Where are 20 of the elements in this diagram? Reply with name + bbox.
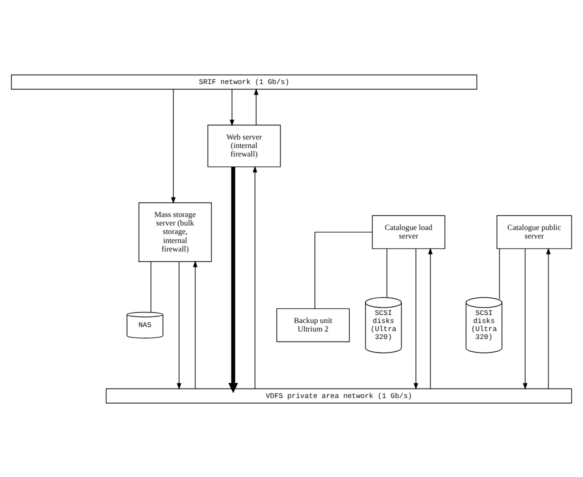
arrow [252, 165, 258, 389]
connector [499, 248, 500, 299]
arrow [428, 247, 433, 389]
arrow [230, 88, 234, 126]
arrow [522, 248, 528, 390]
arrow [546, 247, 551, 389]
connector [386, 248, 388, 298]
node-box: Catalogue public server [496, 214, 572, 249]
arrow [176, 260, 182, 390]
node-box: Web server (internal firewall) [207, 124, 281, 167]
connector [150, 261, 152, 312]
arrow [192, 260, 198, 389]
connector [314, 231, 372, 308]
arrow [171, 88, 176, 204]
node-box: Mass storage server (bulk storage, internal firewall) [138, 202, 212, 262]
arrow [254, 88, 258, 125]
arrow [414, 248, 418, 390]
node-box: Catalogue load server [372, 214, 446, 249]
node-box: Backup unit Ultrium 2 [276, 308, 350, 342]
arrow [228, 166, 238, 393]
